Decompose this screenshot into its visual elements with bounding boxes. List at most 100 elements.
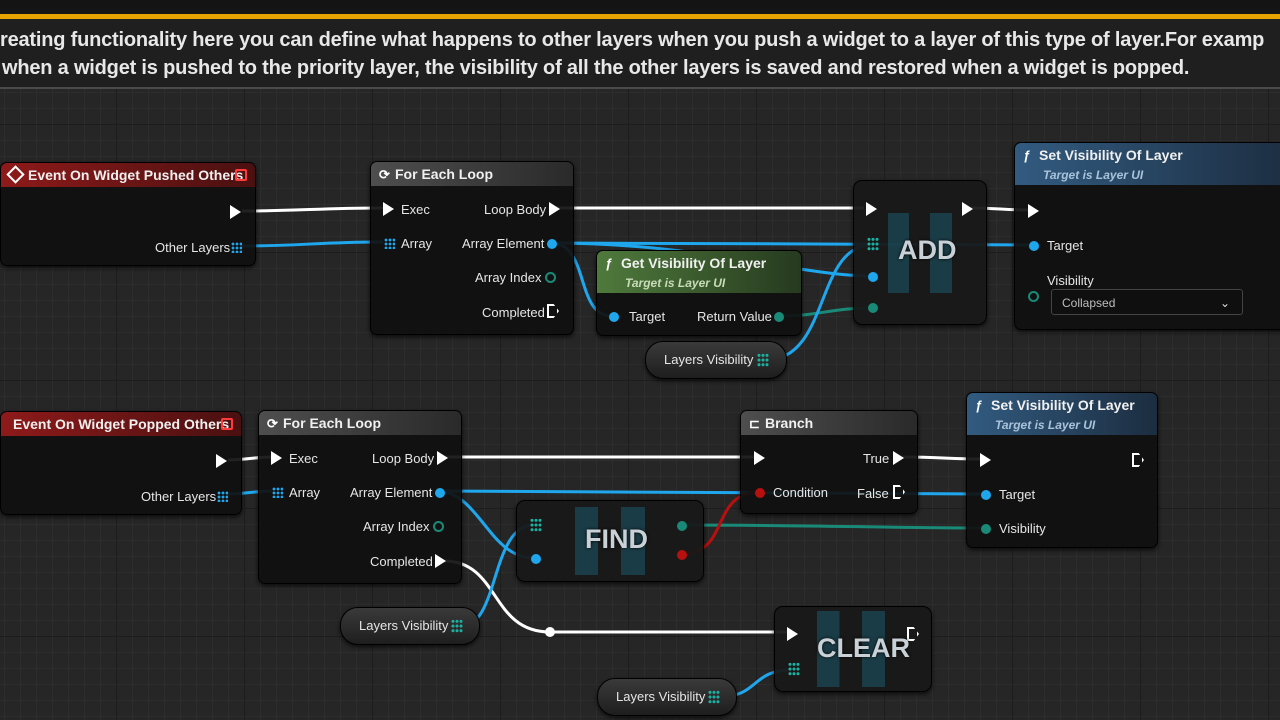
exec-out-pin[interactable] <box>1132 453 1144 467</box>
set-visibility-of-layer-node-1[interactable]: ƒ Set Visibility Of Layer Target is Layer… <box>1014 142 1280 330</box>
comment-box[interactable]: reating functionality here you can defin… <box>0 19 1280 89</box>
exec-in-pin[interactable] <box>754 451 765 465</box>
branch-node[interactable]: ⊏Branch True Condition False <box>740 410 918 514</box>
target-pin[interactable] <box>609 312 619 322</box>
target-label: Target <box>999 487 1036 502</box>
event-on-widget-pushed-others-node[interactable]: Event On Widget Pushed Others Other Laye… <box>0 162 256 266</box>
branch-icon: ⊏ <box>749 416 760 431</box>
variable-label: Layers Visibility <box>616 689 706 704</box>
item-to-find-pin[interactable] <box>531 554 541 564</box>
layers-visibility-getter-3[interactable]: Layers Visibility <box>597 678 737 716</box>
function-icon: ƒ <box>1023 148 1031 163</box>
function-icon: ƒ <box>605 256 613 271</box>
target-label: Target <box>629 309 666 324</box>
found-bool-pin[interactable] <box>677 550 687 560</box>
layers-visibility-getter-2[interactable]: Layers Visibility <box>340 607 480 645</box>
node-title: For Each Loop <box>395 166 493 182</box>
other-layers-pin[interactable] <box>231 242 242 253</box>
array-element-label: Array Element <box>462 236 545 251</box>
array-element-label: Array Element <box>350 485 433 500</box>
target-pin[interactable] <box>1029 241 1039 251</box>
variable-pin[interactable] <box>757 353 769 367</box>
array-index-pin[interactable] <box>433 521 444 532</box>
node-header: ƒ Set Visibility Of Layer Target is Layer… <box>1015 143 1280 185</box>
loop-body-label: Loop Body <box>484 202 547 217</box>
array-in-pin[interactable] <box>384 238 395 249</box>
clear-macro-node[interactable]: CLEAR <box>774 606 932 692</box>
wire-otherlayers-to-array[interactable] <box>241 240 384 248</box>
find-macro-node[interactable]: FIND <box>516 500 704 582</box>
node-title: For Each Loop <box>283 415 381 431</box>
for-each-loop-node-1[interactable]: ⟳For Each Loop Exec Array Loop Body Arra… <box>370 161 574 335</box>
macro-background <box>817 611 885 687</box>
node-subtitle: Target is Layer UI <box>1043 168 1144 182</box>
array-index-label: Array Index <box>363 519 430 534</box>
found-value-pin[interactable] <box>677 521 687 531</box>
for-each-loop-node-2[interactable]: ⟳For Each Loop Exec Array Loop Body Arra… <box>258 410 462 584</box>
loop-body-pin[interactable] <box>437 451 448 465</box>
target-array-pin[interactable] <box>530 518 542 532</box>
node-header: ⟳For Each Loop <box>371 162 573 186</box>
exec-in-pin[interactable] <box>866 202 877 216</box>
target-array-pin[interactable] <box>788 662 800 676</box>
variable-pin[interactable] <box>451 619 463 633</box>
loop-body-pin[interactable] <box>549 202 560 216</box>
target-array-pin[interactable] <box>867 237 879 251</box>
add-label: ADD <box>898 235 957 265</box>
node-title: Set Visibility Of Layer <box>1039 147 1183 163</box>
node-title: Event On Widget Pushed Others <box>28 167 244 183</box>
completed-pin[interactable] <box>547 304 559 318</box>
variable-pin[interactable] <box>708 690 720 704</box>
new-item-pin[interactable] <box>868 272 878 282</box>
array-element-pin[interactable] <box>547 239 557 249</box>
visibility-label: Visibility <box>1047 273 1094 288</box>
return-value-pin[interactable] <box>774 312 784 322</box>
exec-in-pin[interactable] <box>980 453 991 467</box>
true-pin[interactable] <box>893 451 904 465</box>
array-in-pin[interactable] <box>272 487 283 498</box>
array-element-pin[interactable] <box>435 488 445 498</box>
exec-out-pin[interactable] <box>907 627 919 641</box>
visibility-item-pin[interactable] <box>868 303 878 313</box>
exec-out-pin[interactable] <box>230 205 241 219</box>
node-title: Event On Widget Popped Others <box>13 416 230 432</box>
node-header: ⊏Branch <box>741 411 917 435</box>
wire-exec-pushed-to-loop[interactable] <box>241 206 384 213</box>
array-label: Array <box>289 485 321 500</box>
exec-in-pin[interactable] <box>787 627 798 641</box>
condition-pin[interactable] <box>755 488 765 498</box>
dropdown-value: Collapsed <box>1062 296 1116 310</box>
other-layers-pin[interactable] <box>217 491 228 502</box>
visibility-pin[interactable] <box>1028 291 1039 302</box>
array-index-pin[interactable] <box>545 272 556 283</box>
exec-in-pin[interactable] <box>383 202 394 216</box>
exec-out-pin[interactable] <box>216 454 227 468</box>
exec-out-pin[interactable] <box>962 202 973 216</box>
completed-pin[interactable] <box>435 554 446 568</box>
reroute-node[interactable] <box>545 627 555 637</box>
false-pin[interactable] <box>893 485 905 499</box>
target-pin[interactable] <box>981 490 991 500</box>
target-label: Target <box>1047 238 1084 253</box>
wire-exec-completed-to-clear[interactable] <box>443 559 790 634</box>
macro-background <box>888 213 952 293</box>
condition-label: Condition <box>773 485 828 500</box>
visibility-pin[interactable] <box>981 524 991 534</box>
chevron-down-icon: ⌄ <box>1219 296 1230 310</box>
node-title: Set Visibility Of Layer <box>991 397 1135 413</box>
other-layers-label: Other Layers <box>155 240 231 255</box>
delegate-icon[interactable] <box>221 418 233 430</box>
delegate-icon[interactable] <box>235 169 247 181</box>
exec-in-pin[interactable] <box>271 451 282 465</box>
visibility-label: Visibility <box>999 521 1046 536</box>
event-on-widget-popped-others-node[interactable]: Event On Widget Popped Others Other Laye… <box>0 411 242 515</box>
array-index-label: Array Index <box>475 270 542 285</box>
exec-in-pin[interactable] <box>1028 204 1039 218</box>
wire-find-to-visibility[interactable] <box>681 523 987 530</box>
visibility-dropdown[interactable]: Collapsed ⌄ <box>1051 289 1243 315</box>
add-macro-node[interactable]: ADD <box>853 180 987 325</box>
layers-visibility-getter-1[interactable]: Layers Visibility <box>645 341 787 379</box>
